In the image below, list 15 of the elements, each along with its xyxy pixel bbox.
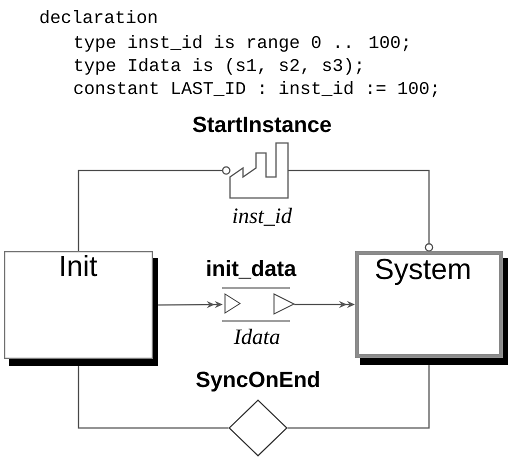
type-label: inst_id (233, 208, 292, 226)
connector-line (288, 170, 434, 252)
node-title: init_data (207, 260, 296, 279)
code-line: constant LAST_ID : inst_id := 100; (74, 80, 436, 98)
code-line: declaration (40, 10, 156, 24)
connector-line (78, 166, 230, 251)
connector-line (288, 365, 430, 429)
connector-line (78, 366, 228, 429)
system-box: System (355, 251, 508, 365)
node-title: SyncOnEnd (196, 371, 319, 392)
process-box: Init (4, 251, 158, 366)
code-line: type Idata is (s1, s2, s3); (74, 58, 361, 75)
node-title: StartInstance (192, 116, 331, 132)
type-label: Idata (234, 328, 280, 344)
code-line: type inst_id is range 0 .. 100; (74, 34, 408, 52)
